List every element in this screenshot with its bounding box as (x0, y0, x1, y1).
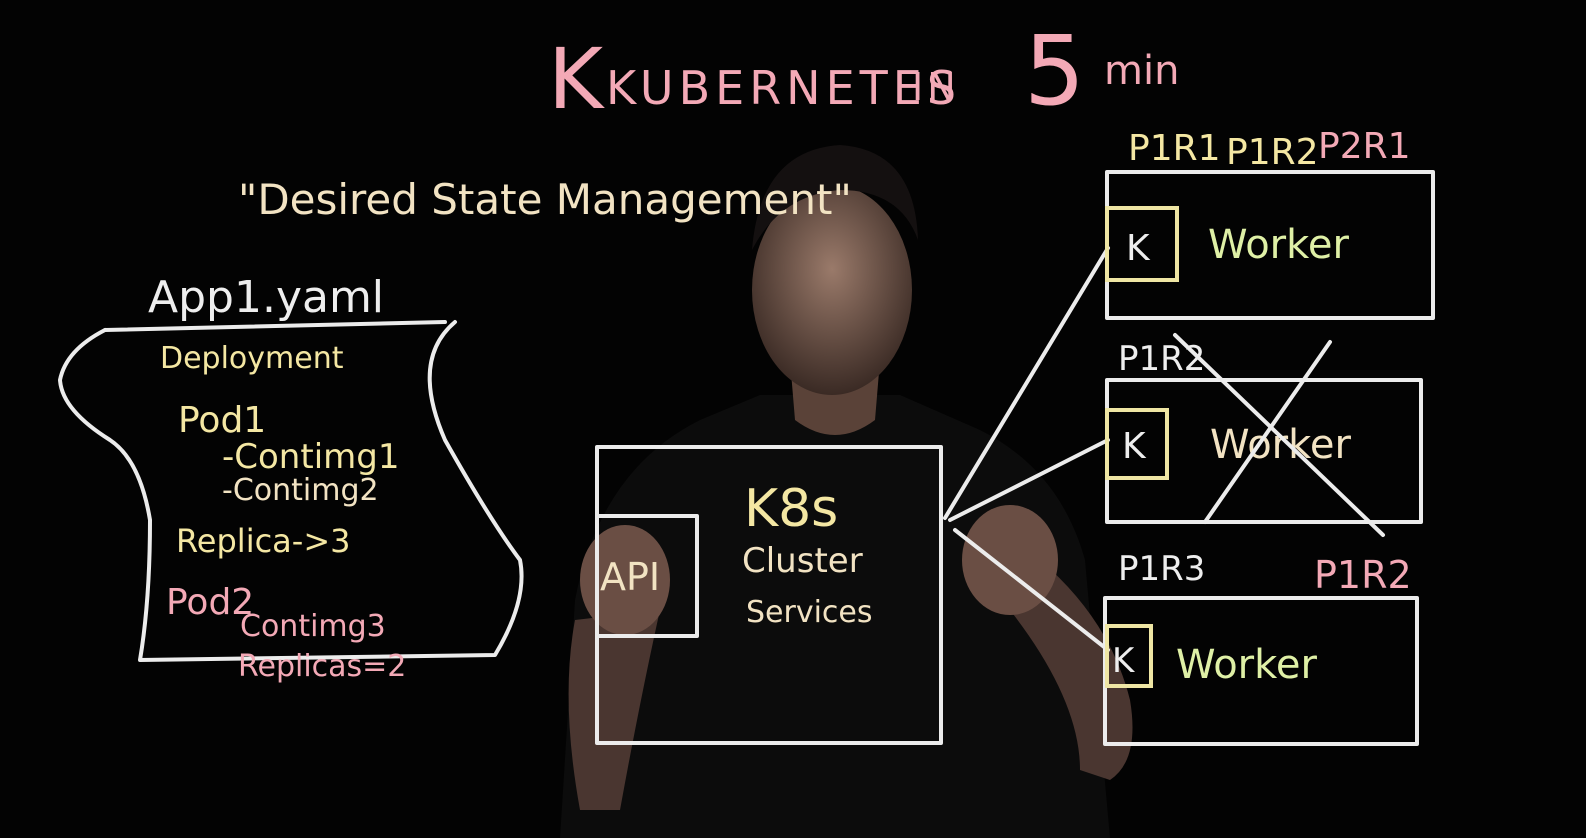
yaml-pod1: Pod1 (178, 400, 266, 441)
cluster-line2: Services (746, 595, 873, 630)
pod-label-b: P1R2 (1226, 132, 1319, 173)
yaml-container2: -Contimg2 (222, 473, 379, 508)
title-main: KUBERNETES (606, 61, 961, 115)
node1-kubelet-box (1105, 206, 1179, 282)
node2-kubelet-box (1105, 408, 1169, 480)
node3-kubelet: K (1112, 641, 1136, 681)
title-unit: min (1104, 48, 1179, 94)
node3-label: Worker (1176, 642, 1317, 688)
api-label: API (600, 555, 660, 599)
pod-label-c: P2R1 (1318, 126, 1411, 167)
yaml-container1: -Contimg1 (222, 437, 399, 477)
api-box (595, 514, 699, 638)
node3-pod-label-left: P1R3 (1118, 549, 1205, 589)
link-node3 (953, 528, 1110, 652)
yaml-container3: Contimg3 (240, 609, 386, 644)
node1-kubelet: K (1126, 228, 1151, 269)
node2-cross-line-b (1203, 340, 1332, 524)
yaml-deployment: Deployment (160, 341, 344, 376)
link-node1 (943, 246, 1110, 520)
pod-label-a: P1R1 (1128, 128, 1221, 169)
yaml-replica1: Replica->3 (176, 522, 351, 560)
cluster-line1: Cluster (742, 541, 863, 581)
title-in: IN (912, 65, 960, 109)
yaml-replica2: Replicas=2 (238, 649, 406, 684)
node2-pod-label: P1R2 (1118, 339, 1205, 379)
node3-pod-label-right: P1R2 (1314, 553, 1412, 597)
yaml-document-outline (58, 320, 524, 662)
cluster-name: K8s (744, 479, 838, 539)
yaml-filename: App1.yaml (148, 272, 384, 323)
title-k: K (548, 30, 605, 128)
node3-kubelet-box (1105, 624, 1153, 688)
node2-cross-line-a (1173, 333, 1385, 537)
node2-label: Worker (1210, 422, 1351, 468)
yaml-pod2: Pod2 (166, 582, 254, 623)
link-node2 (948, 438, 1110, 522)
title-number: 5 (1024, 15, 1085, 127)
node1-label: Worker (1208, 222, 1349, 268)
node2-kubelet: K (1122, 426, 1147, 467)
subtitle: "Desired State Management" (238, 175, 852, 224)
